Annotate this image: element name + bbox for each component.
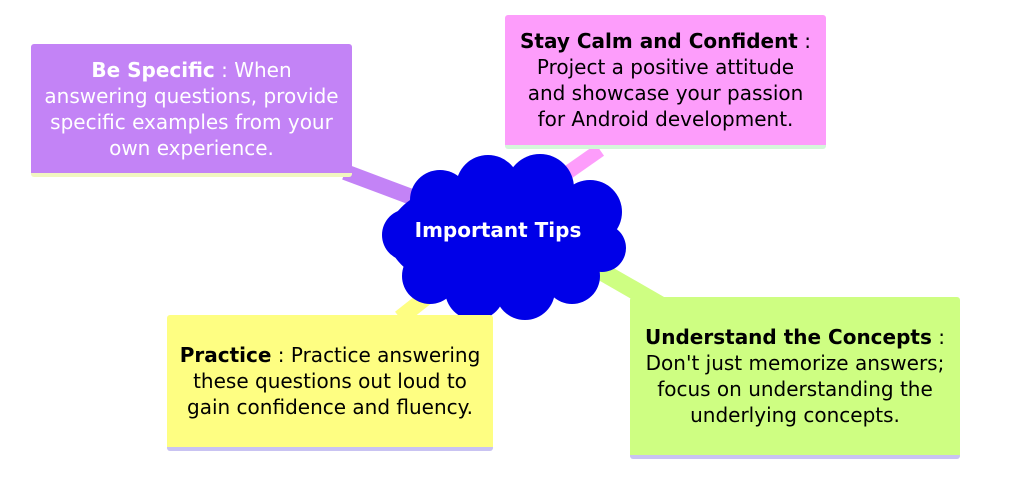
- tip-text: Don't just memorize answers; focus on un…: [645, 351, 945, 427]
- tip-title: Be Specific: [91, 57, 215, 82]
- tip-separator: :: [214, 57, 235, 82]
- tip-separator: :: [271, 343, 291, 367]
- tip-text: Project a positive attitude and showcase…: [527, 55, 804, 131]
- tip-separator: :: [797, 29, 811, 53]
- tip-title: Practice: [179, 343, 272, 367]
- tip-stay-calm: Stay Calm and Confident : Project a posi…: [505, 15, 826, 149]
- tip-title: Understand the Concepts: [645, 325, 932, 349]
- center-cloud-shape: [382, 154, 626, 320]
- tip-text: Practice answering these questions out l…: [187, 343, 481, 419]
- tip-understand-concepts: Understand the Concepts : Don't just mem…: [630, 297, 960, 459]
- tip-title: Stay Calm and Confident: [520, 29, 798, 53]
- tip-separator: :: [931, 325, 945, 349]
- tip-text: When answering questions, provide specif…: [44, 57, 339, 160]
- tip-practice: Practice : Practice answering these ques…: [167, 315, 493, 451]
- center-topic-label: Important Tips: [414, 218, 582, 242]
- tip-be-specific: Be Specific : When answering questions, …: [31, 44, 352, 177]
